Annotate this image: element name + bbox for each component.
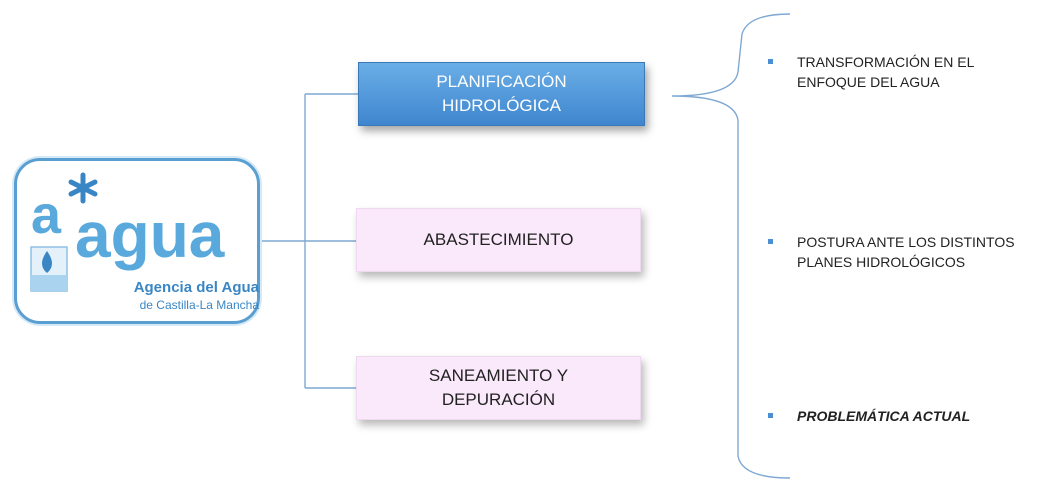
water-glass-icon — [30, 246, 68, 292]
box-saneamiento-depuracion: SANEAMIENTO Y DEPURACIÓN — [356, 356, 641, 420]
logo-agency-region: de Castilla-La Mancha — [139, 298, 259, 312]
detail-line: ENFOQUE DEL AGUA — [797, 74, 940, 90]
box-label-line: HIDROLÓGICA — [441, 96, 561, 115]
box-label-line: DEPURACIÓN — [441, 390, 556, 409]
detail-line: TRANSFORMACIÓN EN EL — [797, 54, 975, 70]
square-bullet-icon — [768, 59, 773, 64]
svg-text:a: a — [31, 185, 62, 245]
svg-text:agua: agua — [75, 199, 225, 271]
agua-logo-mark: a agua — [30, 172, 225, 292]
asterisk-icon — [68, 172, 98, 204]
box-label-line: SANEAMIENTO Y — [428, 366, 569, 385]
logo-agency-name: Agencia del Agua — [133, 279, 259, 296]
detail-item-postura: POSTURA ANTE LOS DISTINTOS PLANES HIDROL… — [768, 232, 1015, 272]
agency-logo: a agua Agencia del Agua de Castilla-La M… — [14, 158, 260, 324]
box-label-line: PLANIFICACIÓN — [436, 72, 567, 91]
detail-line: PROBLEMÁTICA ACTUAL — [797, 408, 971, 424]
curly-brace — [671, 13, 791, 479]
detail-item-problematica: PROBLEMÁTICA ACTUAL — [768, 406, 970, 426]
square-bullet-icon — [768, 239, 773, 244]
detail-line: PLANES HIDROLÓGICOS — [797, 254, 966, 270]
square-bullet-icon — [768, 413, 773, 418]
detail-line: POSTURA ANTE LOS DISTINTOS — [797, 234, 1015, 250]
box-abastecimiento: ABASTECIMIENTO — [356, 208, 641, 272]
box-label-line: ABASTECIMIENTO — [423, 230, 574, 249]
detail-item-transformacion: TRANSFORMACIÓN EN EL ENFOQUE DEL AGUA — [768, 52, 974, 92]
box-planificacion-hidrologica: PLANIFICACIÓN HIDROLÓGICA — [358, 62, 645, 126]
